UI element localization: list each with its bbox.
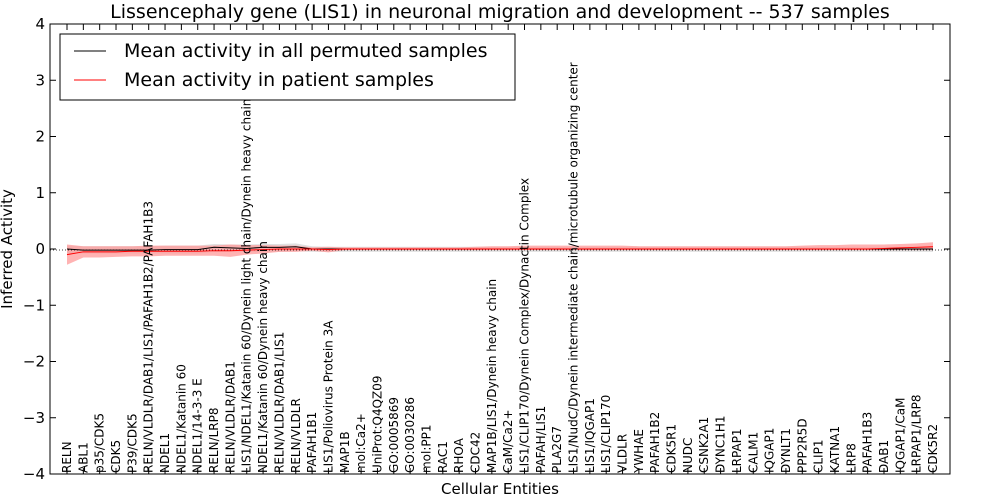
x-tick-label: P39/CDK5 [125, 413, 139, 473]
y-tick-label: −4 [23, 465, 45, 483]
x-tick-label: CDK5 [109, 440, 123, 473]
y-tick-label: 3 [35, 71, 45, 89]
x-tick-label: PAFAH1B3 [861, 412, 875, 473]
x-tick-label: LIS1/IQGAP1 [583, 398, 597, 473]
x-tick-label: RELN/VLDLR/DAB1/LIS1 [272, 332, 286, 473]
x-tick-label: RELN/VLDLR/DAB1 [223, 361, 237, 473]
x-tick-label: PPP2R5D [795, 418, 809, 473]
x-tick-label: LIS1/CLIP170/Dynein Complex/Dynactin Com… [518, 178, 532, 473]
x-tick-label: RELN/VLDLR [289, 398, 303, 473]
x-tick-label: LIS1/NudC/Dynein intermediate chain/micr… [567, 62, 581, 473]
legend-label-permuted: Mean activity in all permuted samples [124, 40, 487, 62]
x-tick-label: GO:0005869 [387, 397, 401, 473]
x-tick-label: RAC1 [436, 441, 450, 473]
x-tick-label: LIS1/NDEL1/Katanin 60/Dynein light chain… [240, 99, 254, 473]
y-tick-label: 4 [35, 15, 45, 33]
x-tick-label: GO:0030286 [403, 397, 417, 473]
x-tick-label: ABL1 [76, 442, 90, 473]
x-tick-label: NDEL1/Katanin 60/Dynein heavy chain [256, 241, 270, 473]
x-tick-label: LIS1/CLIP170 [599, 395, 613, 473]
x-tick-label: LRPAP1 [730, 428, 744, 473]
y-tick-label: −3 [23, 409, 45, 427]
x-tick-label: PAFAH/LIS1 [534, 406, 548, 473]
x-tick-label: mol:PP1 [419, 424, 433, 473]
x-tick-label: CDC42 [468, 432, 482, 473]
x-tick-label: CLIP1 [812, 440, 826, 473]
x-tick-label: PAFAH1B2 [648, 412, 662, 473]
confidence-bands [67, 242, 933, 265]
x-tick-label: PAFAH1B1 [305, 412, 319, 473]
x-tick-label: DAB1 [877, 440, 891, 473]
x-tick-label: LIS1/Poliovirus Protein 3A [321, 320, 335, 473]
legend-label-patient: Mean activity in patient samples [124, 69, 434, 91]
x-tick-label: MAP1B [338, 431, 352, 473]
x-tick-label: CALM1 [746, 432, 760, 473]
x-tick-label: NUDC [681, 438, 695, 473]
y-tick-label: 2 [35, 128, 45, 146]
x-tick-label: mol:Ca2+ [354, 413, 368, 473]
x-tick-label: KATNA1 [828, 426, 842, 473]
x-tick-label: NDEL1 [158, 433, 172, 473]
y-tick-label: 1 [35, 184, 45, 202]
x-tick-label: IQGAP1 [763, 428, 777, 473]
x-tick-label: NDEL1/Katanin 60 [174, 364, 188, 473]
x-tick-label: LRPAP1/LRP8 [910, 394, 924, 473]
x-tick-label: IQGAP1/CaM [893, 398, 907, 474]
x-tick-label: CaM/Ca2+ [501, 409, 515, 473]
legend-box [59, 33, 516, 101]
chart-title: Lissencephaly gene (LIS1) in neuronal mi… [110, 1, 890, 23]
series-lines [66, 246, 934, 256]
x-tick-label: NDEL1/14-3-3 E [191, 378, 205, 473]
y-axis-label: Inferred Activity [0, 189, 16, 309]
x-tick-label: YWHAE [632, 429, 646, 474]
x-tick-label: CDK5R1 [665, 424, 679, 473]
x-tick-label: VLDLR [616, 434, 630, 473]
y-axis: −4 −3 −2 −1 0 1 2 3 4 [23, 15, 950, 483]
x-tick-label: CSNK2A1 [697, 417, 711, 473]
y-tick-label: −1 [23, 296, 45, 314]
x-tick-label: PLA2G7 [550, 426, 564, 473]
series-line-1 [66, 246, 934, 256]
y-tick-label: −2 [23, 353, 45, 371]
x-tick-label: RELN [60, 441, 74, 473]
x-tick-label: DYNLT1 [779, 428, 793, 473]
x-tick-label: UniProt:Q4QZ09 [370, 375, 384, 473]
x-tick-label: CDK5R2 [926, 424, 940, 473]
x-tick-label: RELN/LRP8 [207, 407, 221, 473]
x-tick-label: MAP1B/LIS1/Dynein heavy chain [485, 279, 499, 473]
y-tick-label: 0 [35, 240, 45, 258]
x-tick-label: p35/CDK5 [93, 413, 107, 473]
x-tick-label: DYNC1H1 [714, 415, 728, 473]
band-series-1 [67, 242, 933, 265]
x-tick-label: RELN/VLDLR/DAB1/LIS1/PAFAH1B2/PAFAH1B3 [142, 201, 156, 473]
x-tick-label: LRP8 [844, 443, 858, 473]
x-axis-label: Cellular Entities [441, 480, 559, 498]
legend: Mean activity in all permuted samples Me… [59, 33, 516, 101]
x-tick-label: RHOA [452, 437, 466, 473]
